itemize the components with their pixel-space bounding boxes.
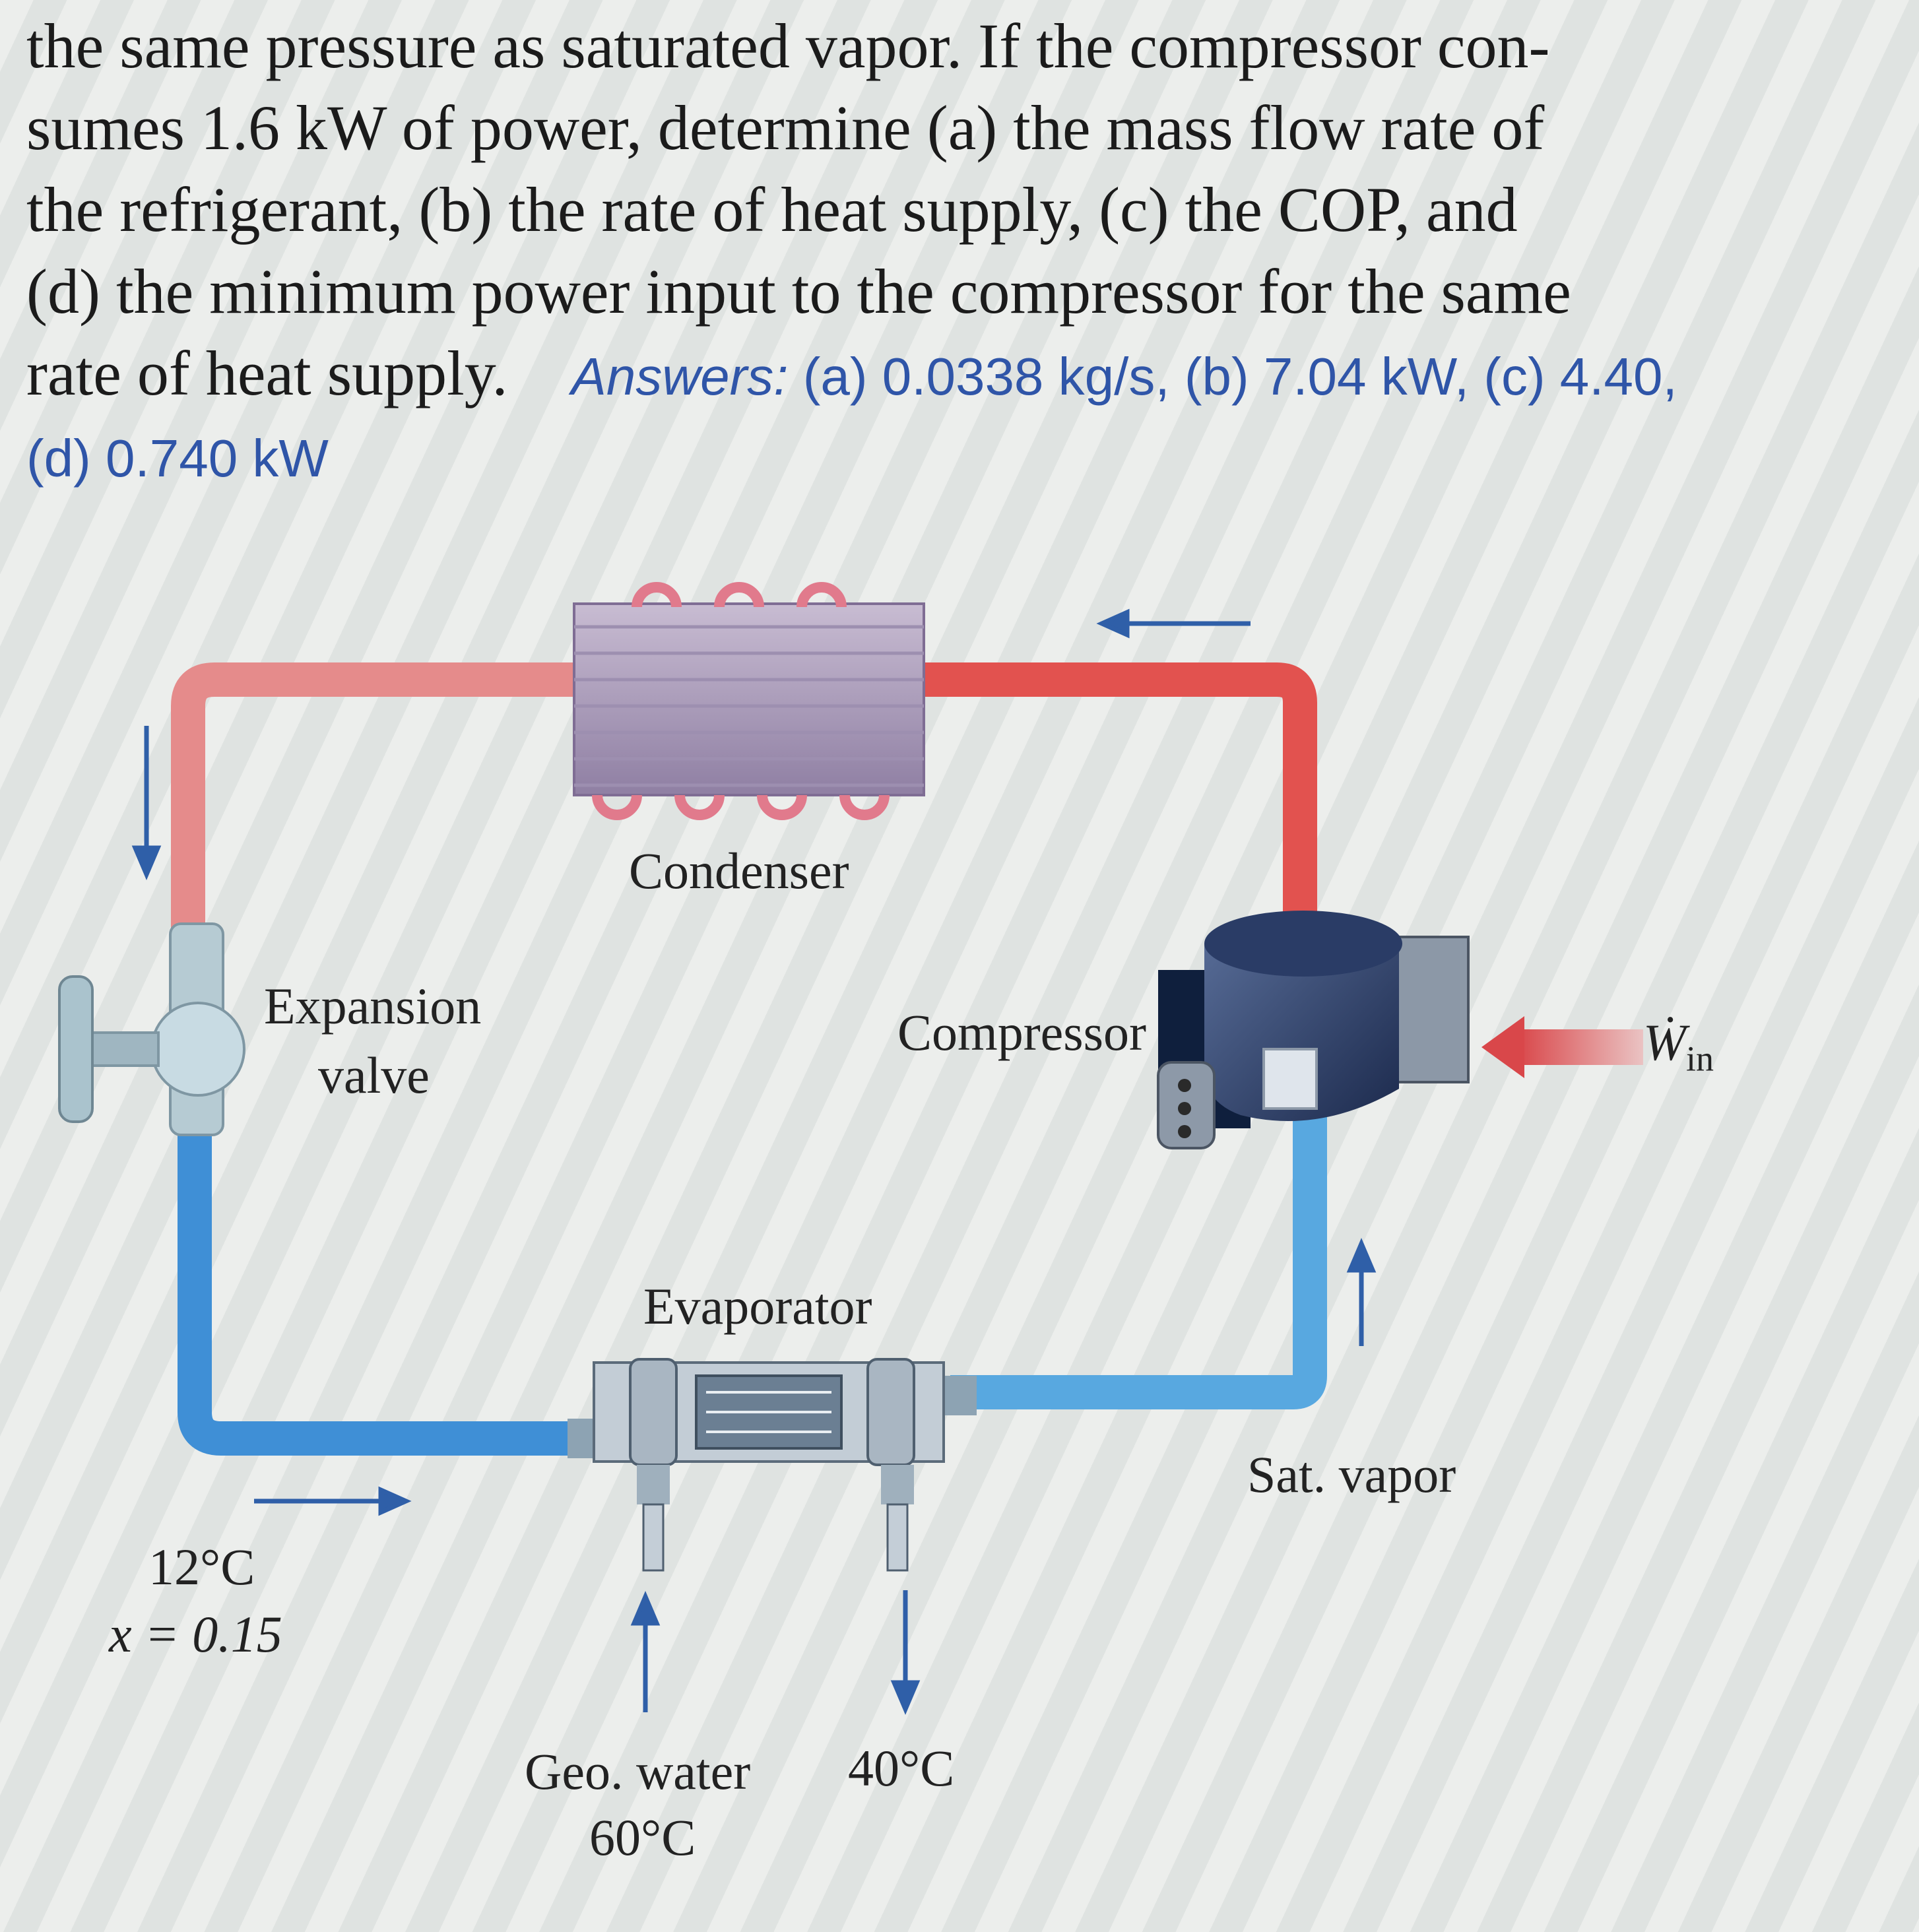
arrow-geo-out-down-icon — [890, 1590, 921, 1715]
work-input-label: Ẇin — [1643, 1013, 1714, 1079]
answers: Answers: (a) 0.0338 kg/s, (b) 7.04 kW, (… — [571, 347, 1677, 406]
geo-water-label: Geo. water — [525, 1743, 751, 1800]
flow-arrows — [131, 608, 1377, 1715]
work-input-arrow-icon — [1481, 1016, 1643, 1078]
cold-pipe-right — [950, 1095, 1327, 1409]
problem-line-5-text: rate of heat supply. — [26, 338, 508, 408]
problem-line-3: the refrigerant, (b) the rate of heat su… — [26, 174, 1518, 245]
compressor-icon — [1157, 911, 1470, 1149]
arrow-left-down-icon — [131, 726, 162, 880]
answers-label: Answers: — [571, 347, 789, 406]
cold-pipe-left — [178, 1122, 594, 1456]
condenser-icon — [573, 582, 925, 820]
work-subscript: in — [1685, 1039, 1714, 1079]
answers-line-2: (d) 0.740 kW — [26, 429, 329, 488]
arrow-bottom-right-icon — [254, 1486, 412, 1516]
expansion-valve-label-2: valve — [318, 1046, 430, 1104]
problem-line-2: sumes 1.6 kW of power, determine (a) the… — [26, 92, 1545, 163]
inlet-quality-label: x = 0.15 — [109, 1605, 282, 1663]
expansion-valve-label-1: Expansion — [264, 977, 482, 1035]
problem-line-1: the same pressure as saturated vapor. If… — [26, 11, 1550, 81]
problem-line-4: (d) the minimum power input to the compr… — [26, 256, 1571, 327]
work-symbol: Ẇ — [1643, 1014, 1686, 1071]
arrow-geo-in-up-icon — [630, 1591, 661, 1712]
compressor-label: Compressor — [897, 1004, 1146, 1061]
evaporator-icon — [568, 1358, 977, 1572]
condenser-label: Condenser — [629, 842, 849, 899]
hot-pipe-left — [171, 662, 574, 937]
geo-in-temp-label: 60°C — [589, 1809, 696, 1866]
hot-pipe-right — [924, 662, 1317, 937]
inlet-temp-label: 12°C — [148, 1538, 255, 1595]
expansion-valve-icon — [58, 922, 245, 1136]
sat-vapor-label: Sat. vapor — [1247, 1446, 1456, 1503]
geo-out-temp-label: 40°C — [848, 1739, 955, 1797]
problem-line-5: rate of heat supply. Answers: (a) 0.0338… — [26, 333, 1716, 418]
arrow-top-left-icon — [1096, 608, 1251, 639]
arrow-right-up-icon — [1346, 1238, 1377, 1346]
answers-line-1: (a) 0.0338 kg/s, (b) 7.04 kW, (c) 4.40, — [802, 347, 1677, 406]
evaporator-label: Evaporator — [643, 1277, 872, 1335]
problem-text: the same pressure as saturated vapor. If… — [26, 5, 1716, 499]
